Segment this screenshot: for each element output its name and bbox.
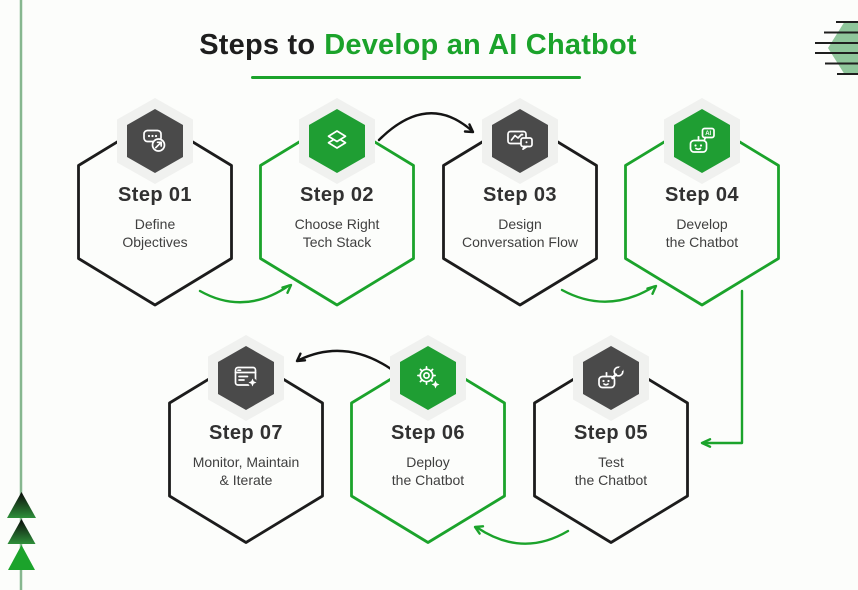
arrow-step5-to-step6 (473, 525, 570, 545)
step-label: Step 07 (209, 422, 283, 444)
step-label: Step 02 (300, 184, 374, 206)
corner-hexagon (828, 21, 858, 75)
step-05-text: Step 05 Test the Chatbot (521, 421, 701, 489)
step-description: Monitor, Maintain & Iterate (192, 454, 300, 488)
step-03-text: Step 03 Design Conversation Flow (430, 183, 610, 251)
step-02-icon-badge (299, 98, 375, 184)
step-07-text: Step 07 Monitor, Maintain & Iterate (156, 421, 336, 489)
step-06-hexagon (350, 355, 506, 544)
step-03-icon-badge (482, 98, 558, 184)
step-02-hexagon (259, 117, 415, 307)
step-description: Develop the Chatbot (665, 216, 739, 250)
triangle-green (8, 545, 35, 570)
step-06-icon-badge (390, 335, 466, 421)
step-description: Define Objectives (122, 216, 188, 250)
step-description: Deploy the Chatbot (391, 454, 465, 488)
arrow-step4-to-step5 (700, 289, 744, 448)
step-04-icon-badge: AI (664, 98, 740, 184)
gear-sparkle-icon (417, 366, 440, 389)
step-description: Design Conversation Flow (462, 216, 578, 250)
step-07-icon-badge (208, 335, 284, 421)
triangle-dark-1 (7, 492, 36, 518)
step-label: Step 06 (391, 422, 465, 444)
step-hexagons (77, 117, 780, 544)
step-06-text: Step 06 Deploy the Chatbot (338, 421, 518, 489)
step-03-hexagon (442, 117, 598, 307)
step-02-text: Step 02 Choose Right Tech Stack (247, 183, 427, 251)
left-rule-decoration (7, 0, 36, 590)
robot-wrench-icon (598, 366, 624, 389)
corner-hexagon-decoration (815, 21, 858, 75)
step-04-text: Step 04 Develop the Chatbot (612, 183, 792, 251)
step-description: Choose Right Tech Stack (294, 216, 380, 250)
step-icon-badges: AI (117, 98, 740, 421)
ai-robot-icon: AI (689, 127, 715, 153)
triangle-dark-2 (7, 519, 36, 544)
ai-badge-label: AI (705, 131, 711, 137)
step-01-icon-badge (117, 98, 193, 184)
step-04-hexagon (624, 117, 780, 307)
conversation-flow-icon (507, 130, 533, 151)
arrow-step3-to-step4 (560, 284, 658, 303)
arrow-step1-to-step2 (198, 283, 293, 304)
title-highlight: Develop an AI Chatbot (324, 29, 637, 61)
bottom-left-triangles (7, 492, 36, 570)
step-label: Step 05 (574, 422, 648, 444)
title-prefix: Steps to (199, 29, 316, 61)
step-description: Test the Chatbot (574, 454, 648, 488)
step-01-text: Step 01 Define Objectives (65, 183, 245, 251)
arrow-step6-to-step7 (295, 349, 393, 371)
browser-sparkle-icon (234, 366, 257, 387)
step-05-hexagon (533, 355, 689, 544)
step-label: Step 03 (483, 184, 557, 206)
step-label: Step 01 (118, 184, 192, 206)
flow-arrows (198, 112, 744, 545)
step-01-hexagon (77, 117, 233, 307)
arrow-step2-to-step3 (377, 112, 475, 142)
step-label: Step 04 (665, 184, 739, 206)
layers-icon (327, 130, 347, 149)
chat-objective-icon (143, 129, 166, 152)
step-07-hexagon (168, 355, 324, 544)
title-underline (251, 76, 581, 79)
step-05-icon-badge (573, 335, 649, 421)
